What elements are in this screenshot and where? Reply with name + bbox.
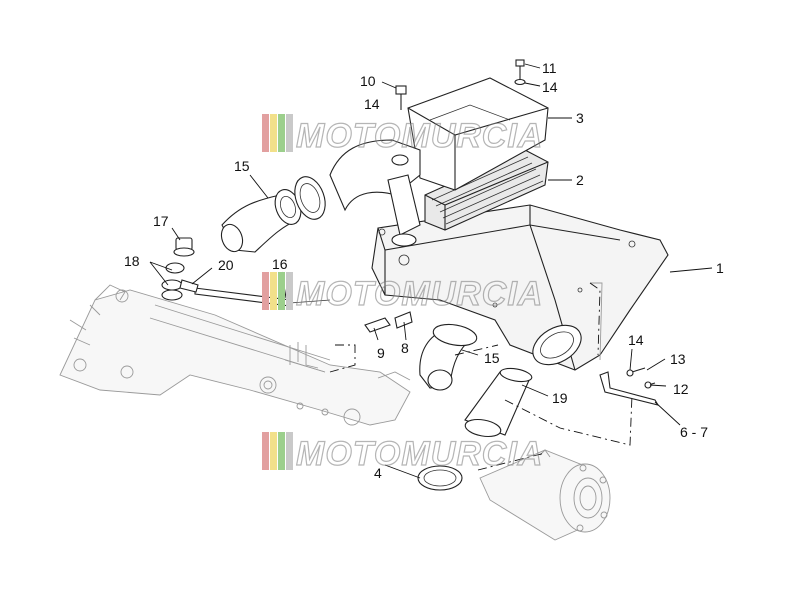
callout-10: 10 xyxy=(360,73,376,89)
watermark-top: MOTOMURCIA xyxy=(262,114,543,156)
assembly-lines xyxy=(329,282,633,471)
svg-text:MOTOMURCIA: MOTOMURCIA xyxy=(296,117,543,155)
callout-17: 17 xyxy=(153,213,169,229)
callout-18: 18 xyxy=(124,253,140,269)
callout-12: 12 xyxy=(673,381,689,397)
bolts xyxy=(395,59,526,110)
callout-4: 4 xyxy=(374,465,382,481)
airbox-body xyxy=(371,204,669,371)
drain-fittings xyxy=(161,237,199,301)
callout-3: 3 xyxy=(576,110,584,126)
support-bracket xyxy=(599,367,660,406)
callout-13: 13 xyxy=(670,351,686,367)
callout-8: 8 xyxy=(401,340,409,356)
callout-20: 20 xyxy=(218,257,234,273)
intake-boot-lower xyxy=(419,323,478,391)
rubber-sleeve xyxy=(464,367,533,438)
intake-boot-upper xyxy=(220,176,326,253)
airbox-cover xyxy=(407,77,549,191)
callout-2: 2 xyxy=(576,172,584,188)
clip-brackets xyxy=(364,254,413,333)
leader-lines xyxy=(149,63,713,479)
callout-19: 19 xyxy=(552,390,568,406)
callout-14-cover: 14 xyxy=(364,96,380,112)
intake-duct xyxy=(329,139,421,247)
callout-labels: 1 2 3 4 6 - 7 8 9 10 11 12 13 14 14 14 1… xyxy=(124,60,724,481)
watermark-bottom: MOTOMURCIA xyxy=(262,432,543,474)
svg-text:MOTOMURCIA: MOTOMURCIA xyxy=(296,435,543,473)
callout-1: 1 xyxy=(716,260,724,276)
callout-14-bracket: 14 xyxy=(628,332,644,348)
rear-hub-ghost xyxy=(479,449,611,541)
callout-11: 11 xyxy=(542,60,557,76)
callout-15-upper: 15 xyxy=(234,158,250,174)
frame-rail-ghost xyxy=(59,284,411,426)
callout-15-lower: 15 xyxy=(484,350,500,366)
svg-text:MOTOMURCIA: MOTOMURCIA xyxy=(296,275,543,313)
callout-9: 9 xyxy=(377,345,385,361)
callout-16: 16 xyxy=(272,256,288,272)
hose-clamp xyxy=(417,465,463,491)
watermark-middle: MOTOMURCIA xyxy=(262,272,543,314)
callout-14-top: 14 xyxy=(542,79,558,95)
callout-6-7: 6 - 7 xyxy=(680,424,708,440)
